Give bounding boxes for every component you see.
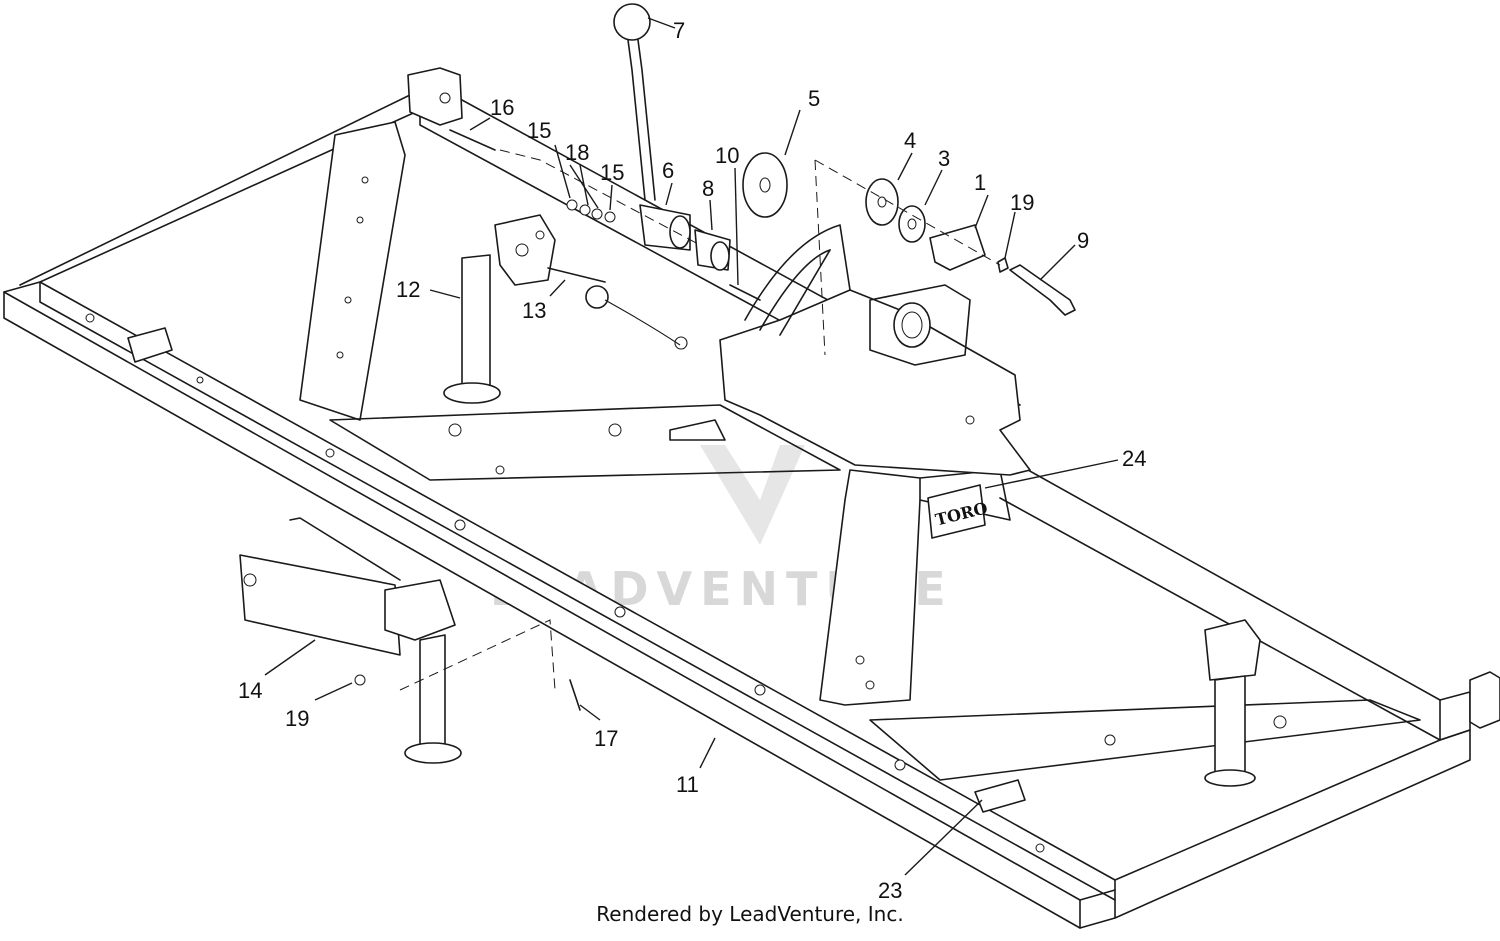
callout-19b: 19: [1010, 190, 1034, 215]
callout-3: 3: [938, 146, 950, 171]
callout-17: 17: [594, 726, 618, 751]
render-credit-text: Rendered by LeadVenture, Inc.: [596, 902, 904, 926]
callout-16: 16: [490, 95, 514, 120]
callout-11: 11: [676, 772, 699, 797]
callout-8: 8: [702, 176, 714, 201]
center-column: [819, 469, 921, 706]
lever-knob: [613, 3, 651, 41]
callout-18: 18: [565, 140, 589, 165]
callout-15a: 15: [527, 118, 551, 143]
callout-leaders: [264, 17, 1119, 876]
callout-24: 24: [1122, 446, 1146, 471]
front-jack-assembly: [239, 554, 401, 656]
frame-assembly: [3, 3, 1500, 929]
callout-10: 10: [715, 143, 739, 168]
left-jack-stand: [461, 254, 491, 391]
callout-4: 4: [904, 128, 916, 153]
callout-19a: 19: [285, 706, 309, 731]
callout-14: 14: [238, 678, 262, 703]
callout-5: 5: [808, 86, 820, 111]
callout-7: 7: [673, 18, 685, 43]
callout-1: 1: [974, 170, 986, 195]
toro-decal: TORO: [927, 484, 990, 539]
callout-13: 13: [522, 298, 546, 323]
callout-12: 12: [396, 277, 420, 302]
callouts: 1 3 4 5 6 7 8 9 10 11 12 13 14 15 15 16 …: [238, 18, 1146, 903]
callout-23: 23: [878, 878, 902, 903]
callout-15b: 15: [600, 160, 624, 185]
callout-9: 9: [1077, 228, 1089, 253]
callout-6: 6: [662, 158, 674, 183]
render-credit: Rendered by LeadVenture, Inc.: [0, 902, 1500, 926]
